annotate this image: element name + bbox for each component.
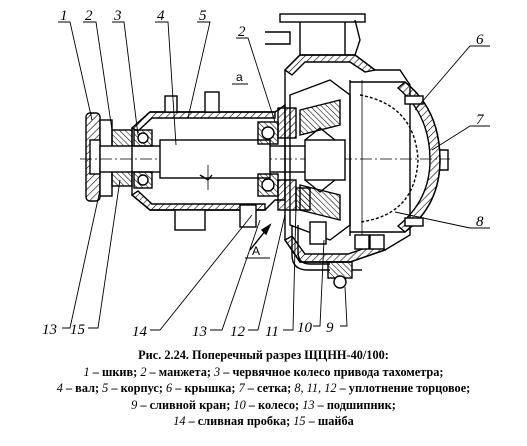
caption-text: – червячное колесо привода тахометра;	[220, 364, 444, 379]
caption-text: – корпус;	[108, 381, 166, 395]
label-3: 3	[113, 8, 122, 24]
caption-key: 6	[166, 381, 173, 395]
label-13b: 13	[192, 324, 207, 340]
label-11: 11	[265, 324, 279, 340]
caption-legend: 1 – шкив; 2 – манжета; 3 – червячное кол…	[0, 364, 527, 430]
label-10: 10	[297, 320, 313, 336]
callout-labels: 1 2 3 4 5 2 6 7 8 13 15 14 13 12 11 10 9…	[42, 8, 485, 340]
caption-line: 14 – сливная пробка; 15 – шайба	[0, 413, 527, 430]
caption-text: – уплотнение торцовое;	[336, 381, 471, 395]
caption-key: 1	[83, 364, 90, 379]
caption-key: 4	[56, 381, 63, 395]
label-7: 7	[476, 112, 485, 128]
view-a-small-label: a	[236, 70, 243, 84]
caption-text: – подшипник;	[314, 397, 396, 412]
label-8: 8	[476, 214, 484, 230]
caption-text: – колесо;	[245, 397, 303, 412]
label-14: 14	[132, 324, 148, 340]
caption-text: – шкив;	[89, 364, 141, 379]
drawing-body	[80, 13, 450, 289]
caption-text: – сетка;	[244, 381, 295, 395]
view-a-label: A	[252, 244, 260, 258]
caption-text: – крышка;	[172, 381, 239, 395]
caption-key: 10	[233, 397, 246, 412]
label-13: 13	[42, 322, 57, 338]
caption-text: – вал;	[62, 381, 103, 395]
caption-key: 5	[102, 381, 109, 395]
caption-key: 13	[302, 397, 315, 412]
caption-key: 8, 11, 12	[294, 381, 337, 395]
caption-line: 1 – шкив; 2 – манжета; 3 – червячное кол…	[0, 364, 527, 381]
caption-text: – сливная пробка;	[185, 414, 294, 428]
caption-key: 9	[131, 397, 138, 412]
label-5: 5	[199, 8, 207, 24]
caption-key: 2	[140, 364, 147, 379]
pump-casing	[265, 13, 411, 263]
leader-lines	[58, 21, 490, 331]
impeller	[289, 79, 351, 241]
caption-key: 7	[238, 381, 245, 395]
label-4: 4	[157, 8, 165, 24]
figure-caption: Рис. 2.24. Поперечный разрез ЩЦНН-40/100…	[0, 347, 527, 430]
caption-text: – манжета;	[146, 364, 215, 379]
label-12: 12	[230, 324, 246, 340]
caption-line: 4 – вал; 5 – корпус; 6 – крышка; 7 – сет…	[0, 380, 527, 397]
label-9: 9	[326, 320, 334, 336]
caption-title: Рис. 2.24. Поперечный разрез ЩЦНН-40/100…	[138, 348, 389, 362]
label-1: 1	[60, 8, 68, 24]
label-2: 2	[85, 8, 93, 24]
caption-key: 14	[173, 414, 186, 428]
cover-and-screen	[349, 80, 449, 236]
caption-key: 3	[214, 364, 221, 379]
label-6: 6	[476, 32, 484, 48]
drain-line	[291, 221, 385, 289]
shaft	[80, 139, 450, 179]
label-15: 15	[70, 322, 86, 338]
caption-text: – шайба	[305, 414, 354, 428]
view-a-marker	[245, 223, 272, 259]
bearings	[133, 121, 279, 197]
caption-line: 9 – сливной кран; 10 – колесо; 13 – подш…	[0, 397, 527, 414]
label-2b: 2	[238, 24, 246, 40]
caption-key: 15	[293, 414, 306, 428]
mechanical-seal	[277, 107, 311, 211]
caption-text: – сливной кран;	[137, 397, 234, 412]
